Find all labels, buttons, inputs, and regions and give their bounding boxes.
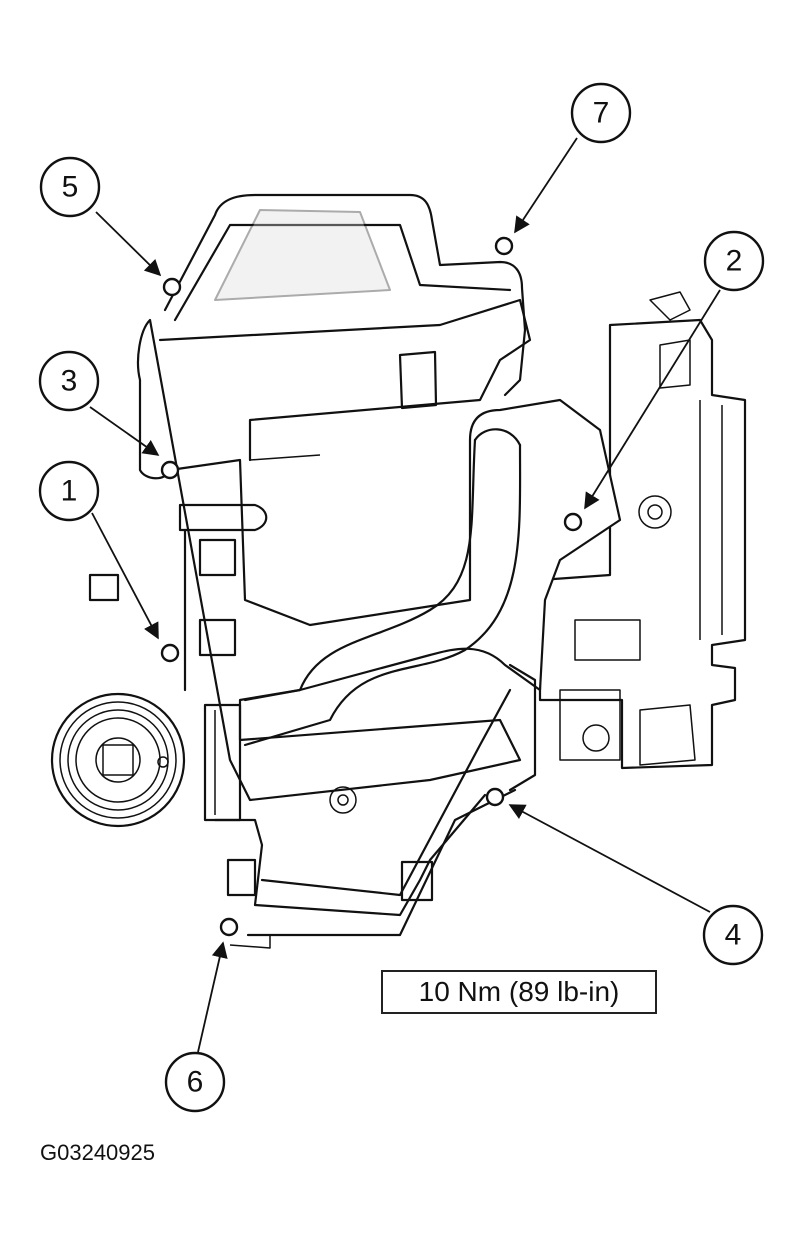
callout-1: 1 (38, 460, 100, 522)
bolt-3 (160, 460, 180, 480)
callout-6-number: 6 (187, 1066, 204, 1099)
leader-2 (584, 289, 721, 510)
callout-3: 3 (38, 350, 100, 412)
bolt-5 (162, 277, 182, 297)
callout-3-number: 3 (61, 365, 78, 398)
callout-2-number: 2 (726, 245, 743, 278)
bolt-1 (160, 643, 180, 663)
bolt-2 (563, 512, 583, 532)
leader-3 (89, 406, 160, 456)
callout-2: 2 (703, 230, 765, 292)
bolt-6 (219, 917, 239, 937)
callout-7: 7 (570, 82, 632, 144)
callout-4-number: 4 (725, 919, 742, 952)
callout-5-number: 5 (62, 171, 79, 204)
pulley (50, 692, 186, 828)
leader-6 (197, 941, 228, 1053)
callout-5: 5 (39, 156, 101, 218)
leader-7 (514, 137, 578, 234)
figure-id: G03240925 (40, 1140, 155, 1165)
callout-4: 4 (702, 904, 764, 966)
callout-6: 6 (164, 1051, 226, 1113)
leader-5 (95, 211, 162, 277)
manifold-body (88, 193, 622, 949)
leader-1 (91, 512, 159, 640)
bolt-4 (485, 787, 505, 807)
bolt-7 (494, 236, 514, 256)
callout-7-number: 7 (593, 97, 610, 130)
callout-1-number: 1 (61, 475, 78, 508)
torque-spec-label: 10 Nm (89 lb-in) (381, 970, 657, 1014)
leader-4 (508, 804, 711, 913)
